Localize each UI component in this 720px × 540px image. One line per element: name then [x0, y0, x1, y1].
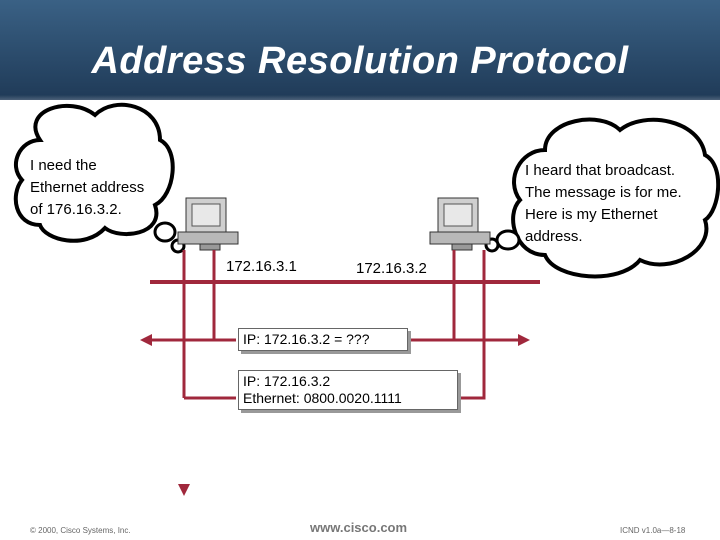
copyright-notice: © 2000, Cisco Systems, Inc.: [30, 526, 131, 535]
arp-request-text: IP: 172.16.3.2 = ???: [243, 331, 370, 347]
footer-url: www.cisco.com: [310, 520, 408, 535]
left-bubble-line: of 176.16.3.2.: [30, 201, 122, 218]
left-bubble-line: I need the: [30, 157, 97, 174]
arp-reply-ip: IP: 172.16.3.2: [243, 373, 331, 389]
right-thought-cloud: [484, 117, 720, 279]
reply-path: [458, 282, 486, 400]
right-bubble-text: I heard that broadcast. The message is f…: [525, 160, 682, 248]
title-background: [0, 0, 720, 120]
arp-reply-mac: Ethernet: 0800.0020.1111: [243, 390, 402, 406]
request-arrow-right: [518, 334, 530, 346]
computer-icon-host-2: [429, 197, 491, 251]
right-bubble-line: The message is for me.: [525, 184, 682, 201]
left-thought-cloud: [13, 102, 186, 254]
course-page-label: ICND v1.0a—8-18: [620, 526, 686, 535]
left-bubble-line: Ethernet address: [30, 179, 145, 196]
arp-reply-box: IP: 172.16.3.2 Ethernet: 0800.0020.1111: [238, 370, 458, 410]
left-bubble-text: I need the Ethernet address of 176.16.3.…: [30, 155, 144, 221]
request-path: [150, 282, 216, 342]
title-banner: Address Resolution Protocol: [0, 0, 720, 120]
computer-icon-host-1: [177, 197, 239, 251]
right-bubble-line: I heard that broadcast.: [525, 162, 676, 179]
right-bubble-line: address.: [525, 228, 583, 245]
host-1-ip-label: 172.16.3.1: [226, 258, 297, 275]
reply-arrow-up: [178, 484, 190, 496]
request-arrow-left: [140, 334, 152, 346]
page-title: Address Resolution Protocol: [91, 40, 629, 82]
arp-request-box: IP: 172.16.3.2 = ???: [238, 328, 408, 351]
right-bubble-line: Here is my Ethernet: [525, 206, 658, 223]
host-2-ip-label: 172.16.3.2: [356, 260, 427, 277]
